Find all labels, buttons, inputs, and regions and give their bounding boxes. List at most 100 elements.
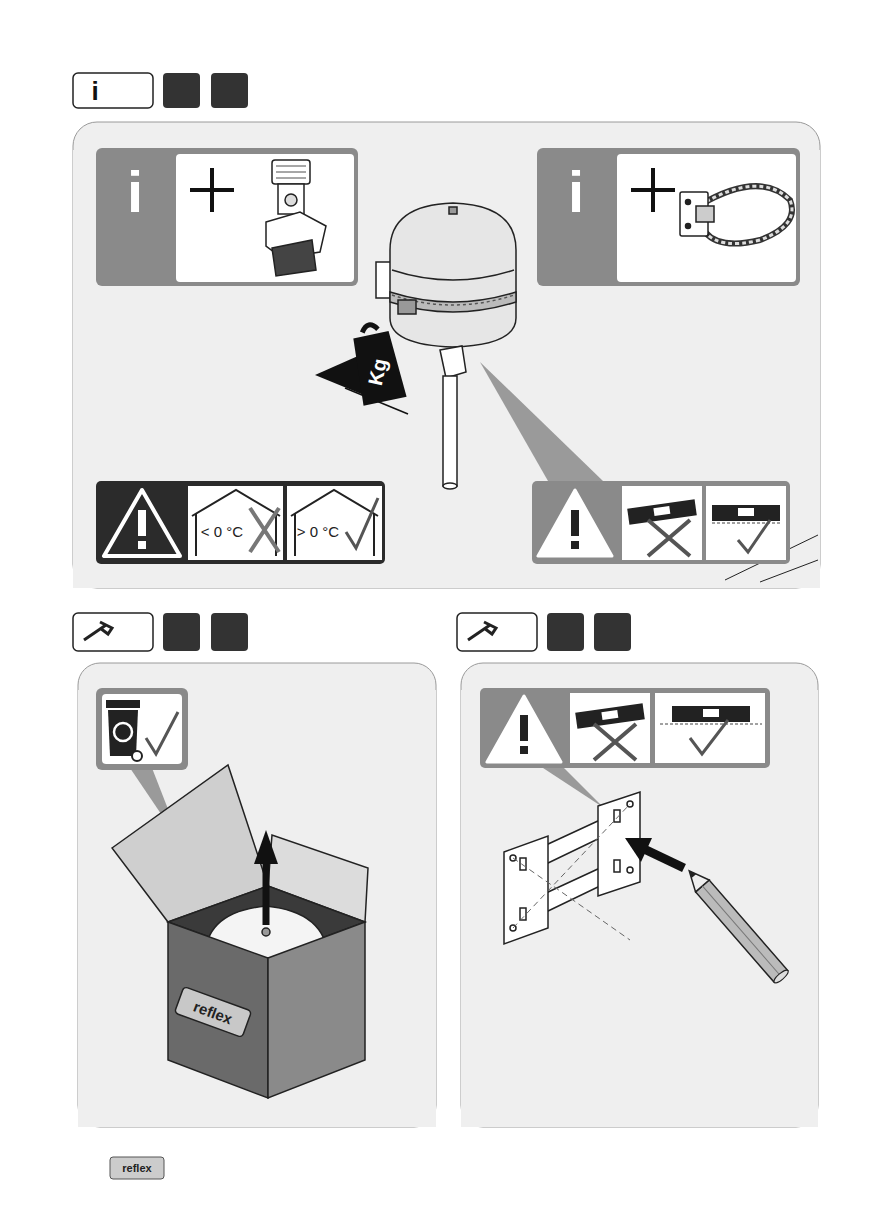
frost-warning <box>188 486 283 560</box>
section-tab <box>84 622 112 640</box>
section-tab <box>163 613 200 651</box>
packaging-box <box>263 862 270 925</box>
level-warning <box>648 520 690 556</box>
section-tab <box>547 613 584 651</box>
weight-unit: Kg <box>364 357 389 387</box>
level-warning <box>738 508 754 516</box>
level-warning <box>690 720 728 754</box>
expansion-vessel <box>449 207 457 214</box>
expansion-vessel <box>440 346 466 378</box>
weight-icon <box>361 323 378 332</box>
frost-warning <box>138 541 146 549</box>
expansion-vessel <box>443 376 457 486</box>
panel <box>78 663 818 1127</box>
bracket-symbol <box>686 200 691 205</box>
frost-warning <box>287 486 382 560</box>
panel <box>78 663 436 1127</box>
packaging-box <box>168 922 268 1098</box>
section-tab <box>163 73 200 108</box>
level-warning <box>571 541 579 549</box>
level-warning <box>570 693 650 763</box>
section-tab <box>73 73 248 108</box>
panel <box>73 122 820 588</box>
pencil <box>682 865 709 892</box>
level-warning <box>480 688 770 768</box>
accessory-info-box <box>190 168 234 212</box>
section-tab <box>457 613 537 651</box>
frost-warning <box>104 490 180 556</box>
recycle-icon <box>108 710 138 756</box>
valve-symbol <box>272 240 316 276</box>
panel <box>78 690 436 1127</box>
wall-bracket <box>546 820 600 864</box>
panel <box>73 122 820 588</box>
wall-bracket <box>520 908 526 920</box>
marking-arrow <box>625 838 652 862</box>
level-warning <box>487 696 561 762</box>
packaging-box <box>268 922 365 1098</box>
section-tab <box>73 613 153 651</box>
recycle-icon <box>114 723 132 741</box>
level-warning <box>655 693 765 763</box>
level-warning <box>532 481 790 564</box>
wall-bracket <box>504 836 548 944</box>
recycle-icon <box>96 688 188 770</box>
panel <box>461 663 818 1127</box>
level-warning <box>601 710 618 720</box>
level-warning <box>738 520 770 552</box>
wall-bracket <box>513 804 630 940</box>
packaging-box <box>262 928 270 936</box>
valve-symbol <box>266 160 326 276</box>
recycle-icon <box>132 751 142 761</box>
level-warning <box>538 490 612 556</box>
section-tab <box>468 622 496 640</box>
weight-icon <box>315 320 408 414</box>
info-icon: i <box>127 163 143 221</box>
bracket-symbol <box>686 224 691 229</box>
expansion-vessel <box>376 203 516 489</box>
packaging-box <box>174 987 251 1038</box>
brand-logo-text: reflex <box>122 1163 151 1174</box>
callout-wedge <box>480 362 603 481</box>
valve-symbol <box>276 166 306 178</box>
recycle-icon <box>102 694 182 764</box>
level-warning <box>712 523 782 524</box>
wall-bracket <box>504 792 640 944</box>
pencil <box>682 865 789 985</box>
level-warning <box>703 709 719 717</box>
section-tab <box>211 613 248 651</box>
weight-icon <box>347 320 406 405</box>
level-warning <box>571 510 579 536</box>
level-warning <box>706 486 786 560</box>
pencil <box>772 968 790 984</box>
info-icon: i <box>568 163 584 221</box>
level-warning <box>660 724 762 725</box>
frost-warning <box>250 508 279 552</box>
packaging-box <box>112 765 368 1098</box>
temperature-label: > 0 °C <box>297 524 339 539</box>
level-warning <box>712 505 780 521</box>
level-warning <box>520 746 528 754</box>
recycle-icon <box>146 712 178 754</box>
pencil <box>702 886 781 977</box>
level-warning <box>672 706 750 722</box>
level-warning <box>480 688 770 808</box>
brand-logo <box>110 1157 164 1179</box>
section-tab <box>594 613 631 651</box>
accessory-info-box <box>617 154 796 282</box>
section-tab <box>73 73 153 108</box>
valve-symbol <box>272 160 310 184</box>
bracket-symbol <box>696 206 714 222</box>
packaging-box <box>254 830 278 864</box>
accessory-info-box <box>96 148 358 286</box>
accessory-info-box <box>176 154 354 282</box>
level-warning <box>540 766 604 808</box>
level-warning <box>594 724 636 760</box>
wall-bracket <box>627 867 633 873</box>
section-tab <box>73 613 631 651</box>
marking-arrow <box>625 838 684 868</box>
level-warning <box>520 715 528 741</box>
wall-bracket <box>520 858 526 870</box>
accessory-info-box <box>537 148 800 286</box>
panel <box>461 690 818 1127</box>
